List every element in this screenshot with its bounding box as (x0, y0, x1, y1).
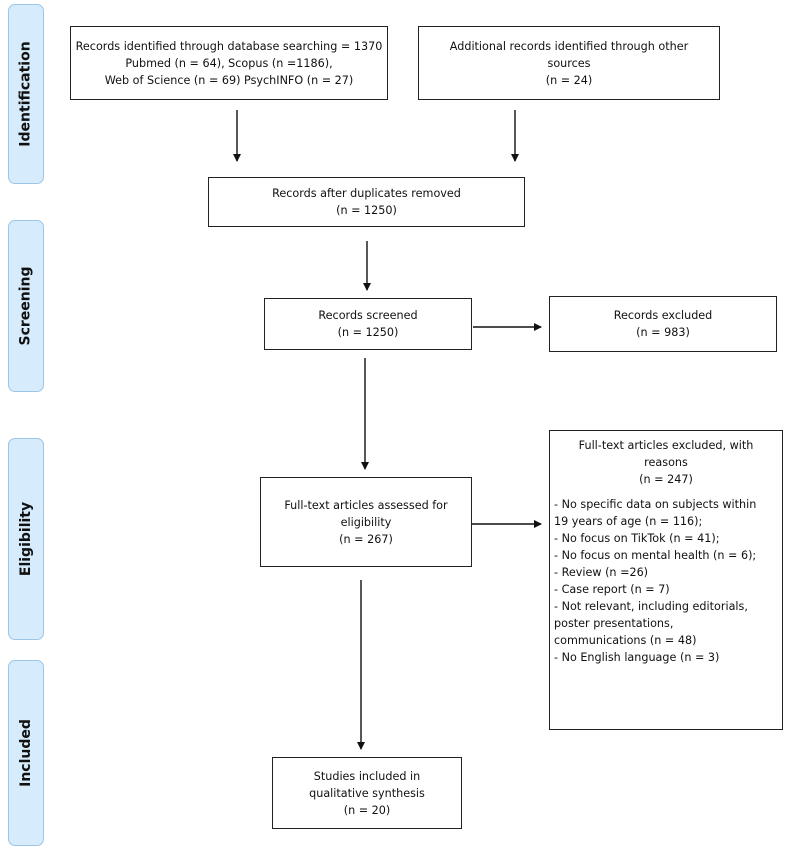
other-sources-box: Additional records identified through ot… (418, 26, 720, 100)
database-search-box: Records identified through database sear… (70, 26, 388, 100)
fulltext-excluded-box: Full-text articles excluded, with reason… (549, 430, 783, 730)
records-excluded-box: Records excluded (n = 983) (549, 296, 777, 352)
fulltext-assessed-line: Full-text articles assessed for (284, 498, 448, 512)
fulltext-assessed-box: Full-text articles assessed for eligibil… (260, 477, 472, 567)
exclusion-reason: - No specific data on subjects within (554, 498, 757, 511)
database-search-line: Web of Science (n = 69) PsychINFO (n = 2… (104, 73, 354, 87)
fulltext-assessed-line: (n = 267) (339, 532, 393, 546)
phase-eligibility: Eligibility (8, 438, 44, 640)
exclusion-reason: communications (n = 48) (554, 634, 697, 647)
exclusion-reason: - No focus on mental health (n = 6); (554, 549, 757, 562)
exclusion-reason: - No focus on TikTok (n = 41); (554, 532, 720, 545)
exclusion-reason: - Review (n =26) (554, 566, 649, 579)
database-search-line: Pubmed (n = 64), Scopus (n =1186), (125, 56, 333, 70)
fulltext-excluded-line: reasons (644, 456, 688, 469)
database-search-line: Records identified through database sear… (75, 39, 383, 53)
records-screened-line: (n = 1250) (337, 326, 399, 339)
records-screened-box: Records screened (n = 1250) (264, 298, 472, 350)
other-sources-line: sources (547, 56, 591, 70)
records-screened-line: Records screened (318, 309, 418, 322)
duplicates-removed-box: Records after duplicates removed (n = 12… (208, 177, 525, 227)
records-excluded-line: Records excluded (613, 309, 713, 322)
studies-included-line: Studies included in (313, 769, 421, 783)
studies-included-line: qualitative synthesis (309, 786, 425, 800)
fulltext-excluded-line: (n = 247) (639, 473, 693, 486)
phase-screening: Screening (8, 220, 44, 392)
exclusion-reason: - Case report (n = 7) (554, 583, 670, 596)
studies-included-box: Studies included in qualitative synthesi… (272, 757, 462, 829)
fulltext-assessed-line: eligibility (340, 515, 392, 529)
exclusion-reasons-list: - No specific data on subjects within 19… (554, 496, 778, 666)
other-sources-line: (n = 24) (545, 73, 593, 87)
duplicates-removed-line: Records after duplicates removed (272, 187, 461, 200)
exclusion-reason: poster presentations, (554, 617, 674, 630)
fulltext-excluded-line: Full-text articles excluded, with (578, 439, 754, 452)
exclusion-reason: - Not relevant, including editorials, (554, 600, 748, 613)
exclusion-reason: - No English language (n = 3) (554, 651, 720, 664)
exclusion-reason: 19 years of age (n = 116); (554, 515, 703, 528)
other-sources-line: Additional records identified through ot… (449, 39, 689, 53)
phase-included: Included (8, 660, 44, 846)
studies-included-line: (n = 20) (343, 803, 391, 817)
duplicates-removed-line: (n = 1250) (336, 204, 397, 217)
records-excluded-line: (n = 983) (636, 326, 690, 339)
phase-identification: Identification (8, 4, 44, 184)
